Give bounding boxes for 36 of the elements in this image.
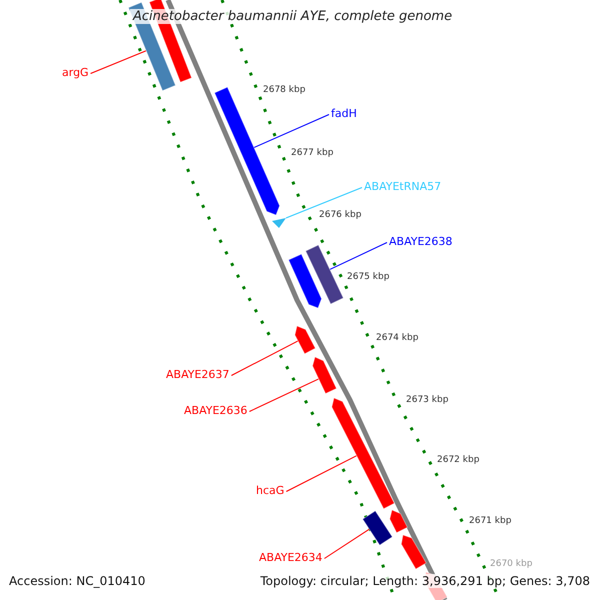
gene-block <box>331 397 396 510</box>
gene-label: ABAYE2636 <box>184 404 248 417</box>
gene-label: hcaG <box>256 484 284 497</box>
leader-line <box>286 187 362 218</box>
leader-line <box>329 242 388 270</box>
gene-label: argG <box>62 66 89 79</box>
genome-stats-note: Topology: circular; Length: 3,936,291 bp; Genes: 3,708 <box>260 574 590 588</box>
gene-label: ABAYEtRNA57 <box>364 180 442 193</box>
scale-label: 2670 kbp <box>490 559 532 569</box>
gene-label: ABAYE2634 <box>259 551 322 564</box>
accession-note: Accession: NC_010410 <box>9 574 146 588</box>
scale-label: 2676 kbp <box>319 210 362 220</box>
leader-line <box>248 378 320 412</box>
leader-line <box>286 455 358 492</box>
scale-label: 2677 kbp <box>291 148 334 158</box>
scale-label: 2674 kbp <box>376 333 418 343</box>
gene-label: ABAYE2638 <box>389 235 452 248</box>
leader-line <box>230 340 298 376</box>
gene-block <box>305 244 344 305</box>
leader-line <box>90 50 147 74</box>
scale-label: 2673 kbp <box>406 395 448 405</box>
leader-line <box>324 528 370 559</box>
gene-label: fadH <box>331 107 357 120</box>
gene-block <box>294 325 316 354</box>
gene-block <box>389 509 408 534</box>
trna-block <box>272 218 286 228</box>
gene-label: ABAYE2637 <box>166 368 230 381</box>
gene-block <box>362 510 393 546</box>
scale-label: 2675 kbp <box>347 272 390 282</box>
gene-block <box>312 356 338 394</box>
scale-label: 2678 kbp <box>263 85 306 95</box>
scale-label: 2672 kbp <box>437 455 480 465</box>
gene-block <box>288 253 322 309</box>
gene-block <box>400 534 427 570</box>
leader-line <box>253 114 330 148</box>
scale-label: 2671 kbp <box>469 516 512 526</box>
